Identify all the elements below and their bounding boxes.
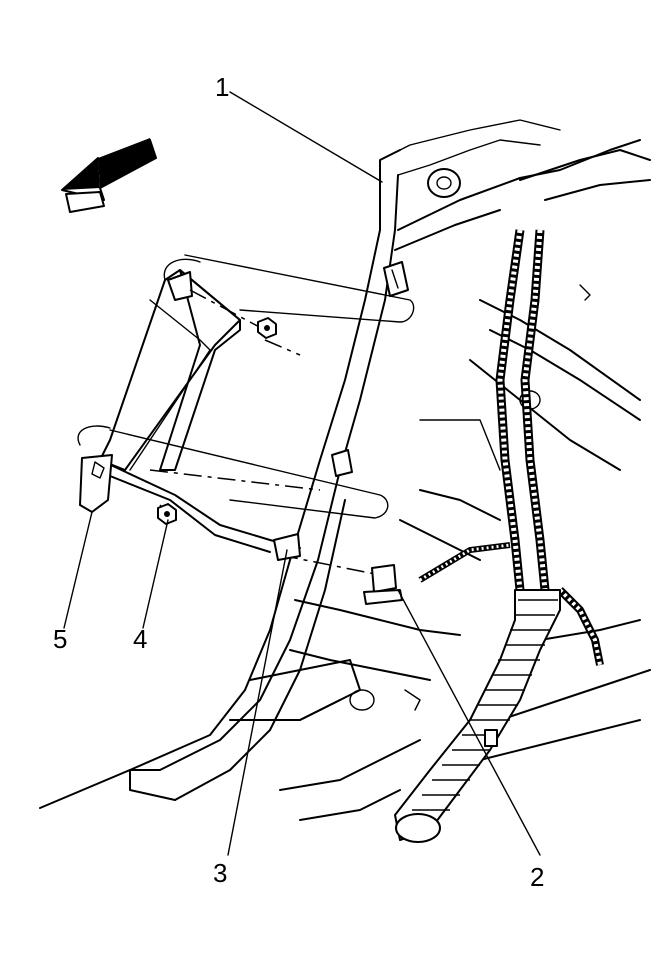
callout-4: 4 [133, 624, 147, 654]
leader-lines [63, 91, 541, 856]
callout-2: 2 [530, 862, 544, 892]
callout-5: 5 [53, 624, 67, 654]
forward-arrow-icon [61, 138, 157, 213]
wiring-harness [394, 229, 604, 843]
callout-3: 3 [213, 858, 227, 888]
fasteners [157, 261, 421, 711]
callout-1: 1 [215, 72, 229, 102]
seat-belt-bracket [77, 254, 415, 553]
